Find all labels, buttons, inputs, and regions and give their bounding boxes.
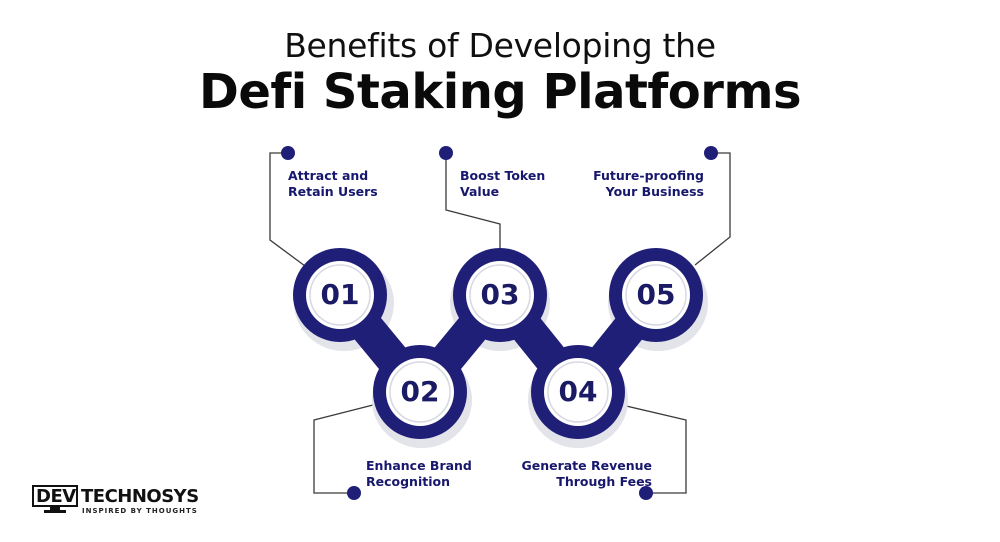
connector-03 [445, 153, 501, 250]
logo-tagline: INSPIRED BY THOUGHTS [82, 507, 198, 515]
step-number-05: 05 [636, 278, 676, 311]
step-label-01: Attract and Retain Users [288, 168, 378, 200]
step-label-02-line-2: Recognition [366, 474, 450, 489]
step-circle-01 [293, 248, 387, 342]
connector-lines [269, 152, 731, 494]
step-label-05: Future-proofing Your Business [584, 168, 704, 200]
connector-01 [269, 152, 306, 267]
step-circle-02 [373, 345, 467, 439]
step-label-05-line-2: Your Business [605, 184, 704, 199]
step-number-03: 03 [480, 278, 520, 311]
monitor-icon [32, 485, 78, 513]
step-label-03-line-1: Boost Token [460, 168, 546, 183]
endpoint-dots [281, 146, 718, 500]
step-label-04-line-1: Generate Revenue [521, 458, 652, 473]
connector-02 [313, 404, 374, 494]
dot-05 [704, 146, 718, 160]
logo-word-dev: DEV [36, 486, 76, 507]
step-label-03-line-2: Value [460, 184, 500, 199]
step-number-04: 04 [558, 375, 598, 408]
step-label-04-line-2: Through Fees [556, 474, 652, 489]
step-label-04: Generate Revenue Through Fees [512, 458, 652, 490]
step-number-02: 02 [400, 375, 440, 408]
title-line-1: Benefits of Developing the [284, 26, 716, 65]
dot-02 [347, 486, 361, 500]
dot-04 [639, 486, 653, 500]
step-label-01-line-2: Retain Users [288, 184, 378, 199]
dot-01 [281, 146, 295, 160]
step-circles [293, 248, 703, 439]
devtechnosys-logo: DEV TECHNOSYS INSPIRED BY THOUGHTS [32, 484, 212, 516]
step-label-03: Boost Token Value [460, 168, 545, 200]
connector-05 [694, 152, 731, 266]
step-label-01-line-1: Attract and [288, 168, 369, 183]
step-circle-04 [531, 345, 625, 439]
dot-03 [439, 146, 453, 160]
title-line-2: Defi Staking Platforms [198, 64, 802, 120]
step-circle-05 [609, 248, 703, 342]
step-label-05-line-1: Future-proofing [593, 168, 704, 183]
connector-04 [621, 404, 687, 494]
logo-word-technosys: TECHNOSYS [81, 486, 199, 507]
step-label-02-line-1: Enhance Brand [366, 458, 472, 473]
step-number-01: 01 [320, 278, 360, 311]
step-label-02: Enhance Brand Recognition [366, 458, 472, 490]
step-circle-03 [453, 248, 547, 342]
